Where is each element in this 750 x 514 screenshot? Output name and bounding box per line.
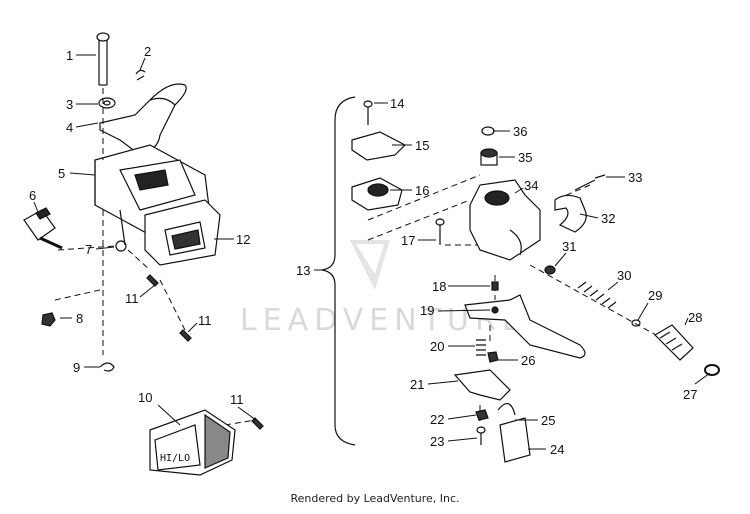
callout-1: 1: [66, 48, 73, 63]
callout-28: 28: [688, 310, 702, 325]
callout-11b: 11: [198, 313, 212, 328]
part-lever-spring: [476, 339, 486, 356]
callout-leaders: [33, 54, 711, 450]
callout-13: 13: [296, 263, 310, 278]
callout-7: 7: [85, 242, 92, 257]
part-bushing: [480, 148, 498, 166]
part-piston-washer: [631, 319, 641, 327]
callout-8: 8: [76, 311, 83, 326]
part-switch-module: [144, 199, 221, 266]
callout-6: 6: [29, 188, 36, 203]
callout-30: 30: [617, 268, 631, 283]
part-clip: [135, 69, 146, 81]
callout-32: 32: [601, 211, 615, 226]
part-nut: [41, 312, 56, 327]
callout-33: 33: [628, 170, 642, 185]
callout-9: 9: [73, 360, 80, 375]
part-cover-screw: [363, 100, 373, 125]
callout-16: 16: [415, 183, 429, 198]
part-retainer: [99, 362, 115, 372]
hilo-label: HI/LO: [160, 453, 190, 464]
callout-24: 24: [550, 442, 564, 457]
callout-34: 34: [524, 178, 538, 193]
callout-10: 10: [138, 390, 152, 405]
callout-26: 26: [521, 353, 535, 368]
callout-22: 22: [430, 412, 444, 427]
group-bracket: [321, 96, 356, 446]
callout-15: 15: [415, 138, 429, 153]
part-hilo-switch: HI/LO: [149, 409, 236, 476]
part-washer: [98, 97, 116, 109]
callout-29: 29: [648, 288, 662, 303]
callout-36: 36: [513, 124, 527, 139]
part-brake-switch: [499, 417, 531, 463]
callout-3: 3: [66, 97, 73, 112]
callout-19: 19: [420, 303, 434, 318]
callout-17: 17: [401, 233, 415, 248]
part-pivot-bushing: [491, 281, 499, 291]
callout-14: 14: [390, 96, 404, 111]
part-switch-clip: [497, 403, 516, 416]
part-master-cylinder: [469, 179, 541, 261]
part-o-ring: [704, 364, 720, 376]
callout-25: 25: [541, 413, 555, 428]
callout-11c: 11: [230, 392, 244, 407]
part-bracket: [23, 207, 63, 250]
assembly-lines: [54, 88, 256, 426]
part-lever: [99, 83, 187, 156]
callout-11a: 11: [125, 291, 139, 306]
callout-31: 31: [562, 239, 576, 254]
part-bolt: [96, 32, 110, 86]
part-spring-washer: [544, 265, 556, 275]
part-clamp: [554, 194, 587, 233]
footer-credit: Rendered by LeadVenture, Inc.: [290, 492, 460, 505]
callout-labels: 1 2 3 4 5 6 7 8 9 10 11 11 11 12 13 14 1…: [29, 44, 702, 457]
part-diaphragm: [351, 177, 403, 211]
callout-35: 35: [518, 150, 532, 165]
part-seal: [481, 126, 495, 136]
part-bracket-screw: [476, 426, 486, 445]
callout-21: 21: [410, 377, 424, 392]
part-reservoir-cover: [351, 131, 407, 161]
callout-12: 12: [236, 232, 250, 247]
part-piston: [654, 324, 694, 361]
part-clamp-bolt: [574, 174, 606, 191]
part-bracket-nut: [475, 409, 489, 421]
callout-5: 5: [58, 166, 65, 181]
part-return-spring: [577, 281, 617, 309]
callout-4: 4: [66, 120, 73, 135]
part-switch-bracket: [453, 369, 511, 401]
watermark: LEADVENTURE: [240, 240, 521, 338]
callout-18: 18: [432, 279, 446, 294]
part-pivot-bolt: [435, 218, 445, 245]
part-screws: [146, 274, 264, 430]
callout-2: 2: [144, 44, 151, 59]
callout-27: 27: [683, 387, 697, 402]
part-housing: [94, 144, 211, 246]
part-screw: [115, 240, 127, 252]
part-lever-nut: [487, 351, 499, 363]
callout-20: 20: [430, 339, 444, 354]
callout-23: 23: [430, 434, 444, 449]
